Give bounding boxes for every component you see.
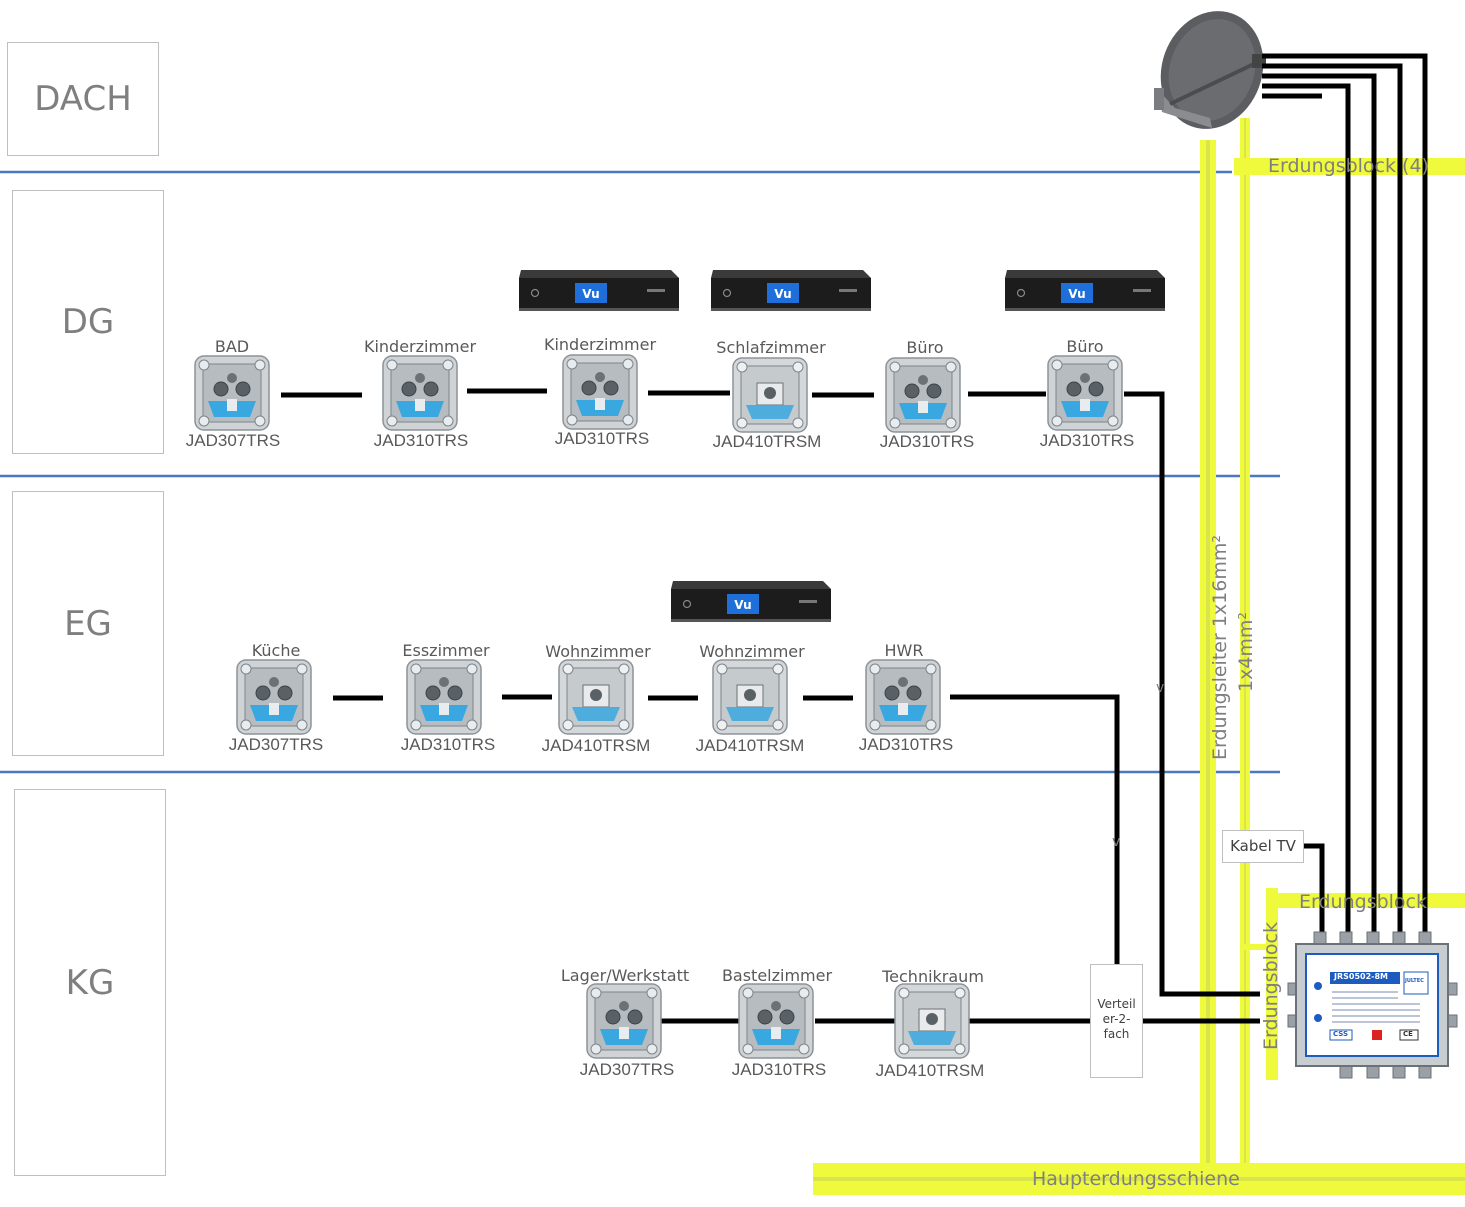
multiswitch-icon bbox=[1287, 931, 1458, 1079]
model-label: JAD310TRS bbox=[858, 735, 954, 754]
socket-icon bbox=[1047, 355, 1123, 431]
multiswitch-grounding-block-label: Erdungsblock bbox=[1299, 891, 1427, 913]
room-label: Lager/Werkstatt bbox=[560, 966, 690, 985]
multiswitch-grounding-block-vertical-label: Erdungsblock bbox=[1260, 922, 1282, 1050]
dg-cables bbox=[281, 388, 1260, 997]
multiswitch-ce-label: CE bbox=[1403, 1030, 1413, 1038]
multiswitch-model-label: JRS0502-8M bbox=[1334, 972, 1389, 981]
socket-icon bbox=[194, 355, 270, 431]
room-label: Kinderzimmer bbox=[543, 335, 657, 354]
flow-mark: v bbox=[1156, 680, 1165, 696]
floor-box-eg: EG bbox=[12, 491, 164, 756]
socket-icon bbox=[865, 659, 941, 735]
floor-box-dach: DACH bbox=[7, 42, 159, 156]
room-label: Kinderzimmer bbox=[363, 337, 477, 356]
model-label: JAD410TRSM bbox=[875, 1061, 985, 1080]
model-label: JAD310TRS bbox=[554, 429, 650, 448]
splitter-box: Verteil er-2- fach bbox=[1090, 964, 1143, 1078]
grounding-conductor-16-label: Erdungsleiter 1x16mm² bbox=[1209, 535, 1231, 760]
room-label: Schlafzimmer bbox=[716, 338, 826, 357]
multiswitch-brand-label: JULTEC bbox=[1405, 978, 1424, 984]
room-label: Wohnzimmer bbox=[699, 642, 805, 661]
receiver-icon bbox=[518, 269, 680, 312]
main-grounding-bar bbox=[813, 1163, 1465, 1195]
room-label: Wohnzimmer bbox=[545, 642, 651, 661]
socket-icon bbox=[406, 659, 482, 735]
model-label: JAD310TRS bbox=[373, 431, 469, 450]
multiswitch-cert-label: CSS bbox=[1333, 1030, 1349, 1038]
socket-icon bbox=[738, 983, 814, 1059]
satellite-dish-icon bbox=[1154, 11, 1266, 129]
room-label: HWR bbox=[884, 641, 924, 660]
socket-icon bbox=[885, 357, 961, 433]
model-label: JAD310TRS bbox=[1039, 431, 1135, 450]
cable-tv-line bbox=[1300, 843, 1325, 938]
socket-icon bbox=[732, 357, 808, 433]
socket-icon bbox=[558, 659, 634, 735]
multiswitch-grounding-block bbox=[1266, 893, 1465, 908]
cable-tv-box: Kabel TV bbox=[1222, 830, 1304, 863]
room-label: Küche bbox=[251, 641, 301, 660]
grounding-conductor-4-label: 1x4mm² bbox=[1235, 611, 1257, 692]
room-label: Esszimmer bbox=[402, 641, 490, 660]
main-grounding-bar-label: Haupterdungsschiene bbox=[1032, 1168, 1240, 1190]
room-label: Büro bbox=[906, 338, 944, 357]
model-label: JAD310TRS bbox=[400, 735, 496, 754]
model-label: JAD410TRSM bbox=[712, 432, 822, 451]
socket-icon bbox=[894, 983, 970, 1059]
room-label: Bastelzimmer bbox=[721, 966, 833, 985]
socket-icon bbox=[586, 983, 662, 1059]
socket-icon bbox=[382, 355, 458, 431]
roof-grounding-block-label: Erdungsblock (4) bbox=[1268, 155, 1429, 177]
model-label: JAD307TRS bbox=[579, 1060, 675, 1079]
multiswitch-grounding-block-vertical bbox=[1266, 888, 1278, 1080]
socket-icon bbox=[712, 659, 788, 735]
room-label: BAD bbox=[214, 337, 250, 356]
lnb-cables bbox=[1262, 53, 1428, 938]
receiver-icon bbox=[670, 580, 832, 623]
model-label: JAD410TRSM bbox=[541, 736, 651, 755]
socket-icon bbox=[562, 354, 638, 430]
flow-mark: v bbox=[1112, 834, 1121, 850]
room-label: Büro bbox=[1066, 337, 1104, 356]
model-label: JAD410TRSM bbox=[695, 736, 805, 755]
receiver-icon bbox=[710, 269, 872, 312]
ground-link-stub bbox=[1243, 944, 1277, 950]
model-label: JAD307TRS bbox=[185, 431, 281, 450]
floor-box-kg: KG bbox=[14, 789, 166, 1176]
model-label: JAD310TRS bbox=[879, 432, 975, 451]
floor-box-dg: DG bbox=[12, 190, 164, 454]
splitter-label: Verteil bbox=[1097, 997, 1136, 1011]
eg-cables bbox=[333, 694, 1120, 964]
grounding-conductor-16 bbox=[1200, 140, 1216, 1180]
model-label: JAD310TRS bbox=[731, 1060, 827, 1079]
receiver-icon bbox=[1004, 269, 1166, 312]
socket-icon bbox=[236, 659, 312, 735]
splitter-label: fach bbox=[1103, 1027, 1130, 1041]
model-label: JAD307TRS bbox=[228, 735, 324, 754]
grounding-conductor-4 bbox=[1240, 118, 1250, 1180]
splitter-label: er-2- bbox=[1102, 1012, 1131, 1026]
room-label: Technikraum bbox=[882, 967, 984, 986]
